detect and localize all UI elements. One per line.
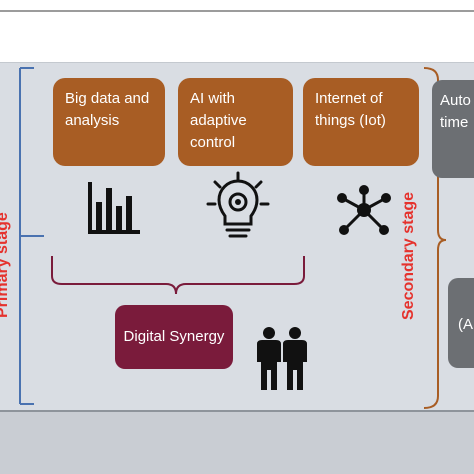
digital-synergy-box: Digital Synergy bbox=[115, 305, 233, 369]
secondary-stage-label: Secondary stage bbox=[400, 191, 417, 320]
primary-stage-label: Primary stage bbox=[0, 212, 11, 318]
time-partial-label: time bbox=[440, 114, 469, 131]
network-icon bbox=[337, 185, 391, 235]
secondary-bracket bbox=[423, 67, 447, 409]
bar-chart-icon bbox=[88, 182, 140, 234]
auto-partial-label: Auto bbox=[440, 92, 471, 109]
ai-label: AI with adaptive control bbox=[190, 90, 247, 151]
big-data-box: Big data and analysis bbox=[53, 78, 165, 166]
bottom-rule bbox=[0, 410, 474, 412]
top-rule bbox=[0, 10, 474, 12]
autonomous-box: Auto time bbox=[432, 80, 474, 178]
people-icon bbox=[257, 327, 307, 390]
top-band bbox=[0, 0, 474, 60]
big-data-label: Big data and analysis bbox=[65, 90, 150, 129]
iot-box: Internet of things (Iot) bbox=[303, 78, 419, 166]
digital-synergy-label: Digital Synergy bbox=[123, 328, 225, 345]
ai-box: AI with adaptive control bbox=[178, 78, 293, 166]
lightbulb-gear-icon bbox=[206, 171, 270, 238]
bottom-band bbox=[0, 410, 474, 474]
grouping-bracket bbox=[51, 256, 305, 295]
a-partial-label: (A bbox=[458, 316, 473, 333]
iot-label: Internet of things (Iot) bbox=[315, 90, 386, 129]
primary-bracket bbox=[19, 67, 44, 405]
partial-a-box: (A bbox=[448, 278, 474, 368]
